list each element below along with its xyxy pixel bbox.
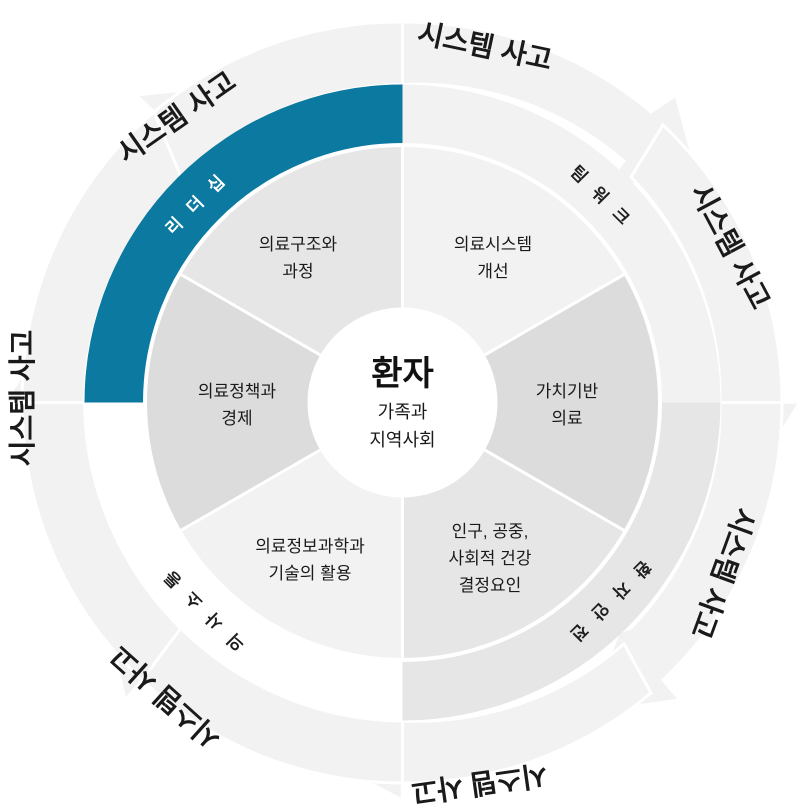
segment-label: 개선 <box>477 262 508 281</box>
center-subtitle-1: 가족과 <box>378 402 428 422</box>
segment-label: 의료 <box>551 409 582 428</box>
core-segments <box>145 145 660 660</box>
band-patient-safety <box>402 402 721 721</box>
segment-label: 사회적 건강 <box>449 549 532 568</box>
band-teamwork <box>402 84 721 403</box>
cycle-arrow-2 <box>629 122 803 480</box>
center-title: 환자 <box>371 355 434 393</box>
band-leadership <box>84 84 403 403</box>
segment-label: 과정 <box>282 262 313 281</box>
segment-label: 기술의 활용 <box>269 564 352 583</box>
segment-labels: 의료구조와 과정 의료시스템 개선 가치기반 의료 인구, 공중, 사회적 건강… <box>198 235 599 595</box>
segment-label: 가치기반 <box>536 382 599 401</box>
ring-label: 시스템 사고 <box>7 330 38 467</box>
segment-label: 의료구조와 <box>259 235 338 254</box>
segment-label: 인구, 공중, <box>452 522 529 541</box>
segment-label: 결정요인 <box>459 576 522 595</box>
band-inner-border <box>143 143 662 662</box>
segment-label: 의료시스템 <box>454 235 532 254</box>
cycle-arrow-3 <box>583 401 784 715</box>
segment-label: 의료정책과 <box>198 382 277 401</box>
segment-label: 경제 <box>221 409 252 428</box>
segment-label: 의료정보과학과 <box>255 537 365 556</box>
segment-value-based-care <box>402 273 660 532</box>
segment-policy-economics <box>145 273 403 532</box>
band-communication <box>84 402 403 721</box>
center-circle <box>307 307 498 498</box>
center-subtitle-2: 지역사회 <box>369 430 435 450</box>
competency-band <box>84 84 721 721</box>
outer-cycle-ring <box>2 20 803 803</box>
